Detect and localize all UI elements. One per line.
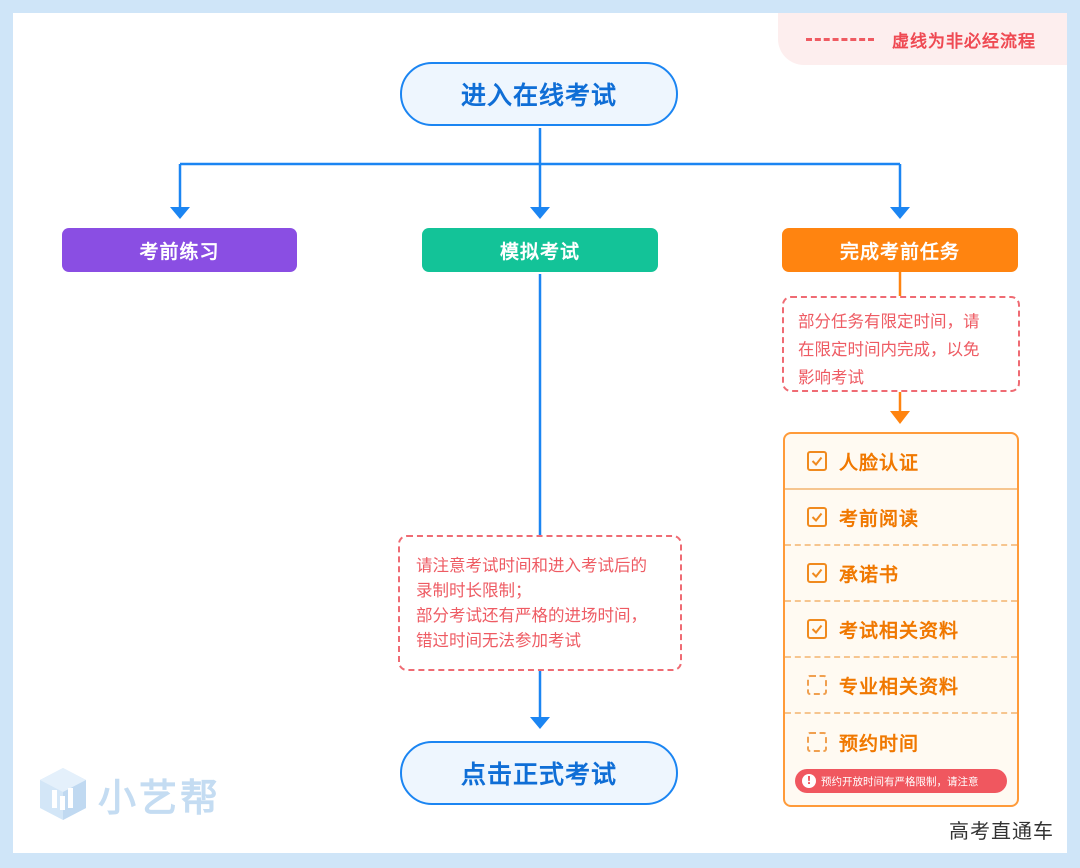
- checkbox-checked-icon: [807, 619, 827, 639]
- task-item-label: 考前阅读: [839, 507, 920, 530]
- legend: 虚线为非必经流程: [778, 13, 1067, 65]
- tasks-note-line-1: 部分任务有限定时间，请: [798, 312, 980, 331]
- end-node-label: 点击正式考试: [460, 760, 617, 789]
- logo-cube-icon: [40, 768, 86, 820]
- branch-pre-exam-tasks: 完成考前任务: [782, 228, 1018, 272]
- brand-logo: 小艺帮: [38, 766, 221, 822]
- task-item-label: 专业相关资料: [839, 675, 960, 698]
- tasks-note-line-3: 影响考试: [798, 368, 864, 387]
- start-node-label: 进入在线考试: [460, 81, 617, 110]
- task-item-pre-exam-reading: 考前阅读: [785, 490, 1017, 546]
- checkbox-checked-icon: [807, 507, 827, 527]
- exclamation-icon: !: [802, 774, 816, 788]
- mock-exam-time-note: 请注意考试时间和进入考试后的 录制时长限制； 部分考试还有严格的进场时间， 错过…: [398, 535, 682, 671]
- task-item-major-materials: 专业相关资料: [785, 658, 1017, 714]
- tasks-note-line-2: 在限定时间内完成，以免: [798, 340, 980, 359]
- arrow-to-tasks: [890, 207, 910, 219]
- legend-dashed-line-sample: [806, 37, 874, 41]
- task-item-face-verification: 人脸认证: [785, 434, 1017, 490]
- mock-note-line-3: 部分考试还有严格的进场时间，: [416, 606, 647, 625]
- task-item-label: 承诺书: [839, 563, 900, 586]
- checkbox-checked-icon: [807, 451, 827, 471]
- branch-practice: 考前练习: [62, 228, 297, 272]
- mock-note-line-4: 错过时间无法参加考试: [416, 631, 581, 650]
- checkbox-unchecked-icon: [807, 732, 827, 752]
- arrow-to-task-list: [890, 411, 910, 424]
- mock-note-line-1: 请注意考试时间和进入考试后的: [416, 556, 647, 575]
- legend-label: 虚线为非必经流程: [892, 31, 1036, 52]
- arrow-to-mock: [530, 207, 550, 219]
- branch-tasks-label: 完成考前任务: [839, 240, 960, 263]
- end-node-start-formal-exam: 点击正式考试: [400, 741, 678, 805]
- task-item-commitment-letter: 承诺书: [785, 546, 1017, 602]
- appointment-warning-banner: ! 预约开放时间有严格限制，请注意: [795, 769, 1007, 793]
- source-watermark: 高考直通车: [949, 819, 1054, 843]
- logo-text: 小艺帮: [98, 775, 222, 820]
- task-item-appointment-time: 预约时间: [785, 714, 1017, 770]
- mock-note-line-2: 录制时长限制；: [416, 581, 532, 600]
- pre-exam-task-list: 人脸认证 考前阅读 承诺书 考试相关资料 专业相关资料 预约时间 ! 预约开放时…: [783, 432, 1019, 807]
- tasks-time-limit-note: 部分任务有限定时间，请 在限定时间内完成，以免 影响考试: [782, 296, 1020, 392]
- warning-text: 预约开放时间有严格限制，请注意: [821, 775, 979, 788]
- branch-mock-label: 模拟考试: [499, 240, 580, 263]
- branch-practice-label: 考前练习: [139, 240, 220, 263]
- task-item-label: 人脸认证: [839, 451, 920, 474]
- start-node-enter-online-exam: 进入在线考试: [400, 62, 678, 126]
- task-item-label: 考试相关资料: [839, 619, 960, 642]
- task-item-exam-materials: 考试相关资料: [785, 602, 1017, 658]
- branch-mock-exam: 模拟考试: [422, 228, 658, 272]
- task-item-label: 预约时间: [839, 732, 920, 755]
- arrow-to-practice: [170, 207, 190, 219]
- checkbox-unchecked-icon: [807, 675, 827, 695]
- arrow-to-end: [530, 717, 550, 729]
- checkbox-checked-icon: [807, 563, 827, 583]
